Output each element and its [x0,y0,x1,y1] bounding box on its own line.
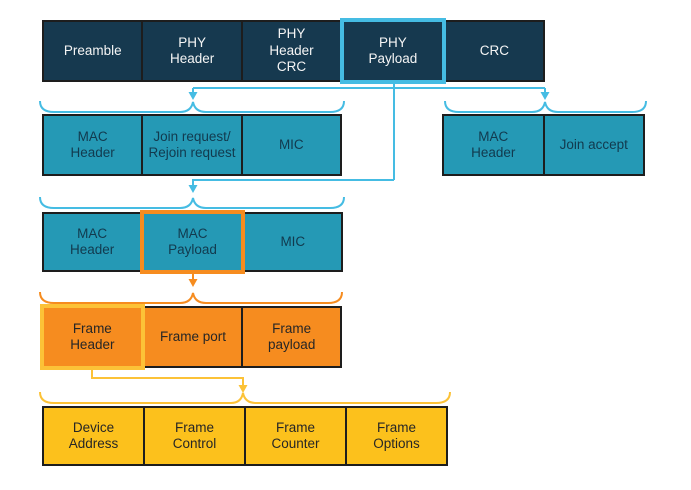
frame-header-connector [91,368,248,393]
box-join-accept: Join accept [542,114,645,176]
mac-frame-row: MAC Header MAC Payload MIC [42,210,343,274]
box-mic: MIC [242,212,343,272]
box-crc: CRC [443,20,546,82]
mac-payload-connector [188,272,198,287]
box-frame-counter: Frame Counter [244,406,347,466]
box-phy-header-crc: PHY Header CRC [240,20,343,82]
box-phy-payload: PHY Payload [340,18,446,84]
brace-mac-frame [39,196,345,209]
box-join-request: Join request/ Rejoin request [141,114,243,176]
box-mac-header: MAC Header [42,212,143,272]
arrow-down-icon [540,92,550,100]
frame-row: Frame Header Frame port Frame payload [40,304,343,370]
box-frame-header: Frame Header [40,304,145,370]
frame-header-fields-row: Device Address Frame Control Frame Count… [42,406,448,466]
box-frame-port: Frame port [142,306,244,368]
brace-frame-header-fields [39,391,451,404]
brace-join-accept [444,100,647,113]
box-mac-header-join: MAC Header [42,114,144,176]
arrow-down-icon [188,92,198,100]
join-request-row: MAC Header Join request/ Rejoin request … [42,114,342,176]
box-frame-payload: Frame payload [241,306,343,368]
arrow-down-icon [238,385,248,393]
join-accept-row: MAC Header Join accept [442,114,645,176]
box-frame-control: Frame Control [143,406,246,466]
brace-join-request [39,100,345,113]
arrow-down-icon [188,185,198,193]
box-frame-options: Frame Options [345,406,448,466]
arrow-down-icon [188,279,198,287]
box-mac-payload: MAC Payload [140,210,245,274]
box-phy-header: PHY Header [141,20,243,82]
box-mac-header-accept: MAC Header [442,114,545,176]
box-mic-join: MIC [240,114,342,176]
phy-frame-row: Preamble PHY Header PHY Header CRC PHY P… [42,18,546,84]
box-preamble: Preamble [42,20,144,82]
box-device-address: Device Address [42,406,145,466]
brace-frame [39,291,343,304]
